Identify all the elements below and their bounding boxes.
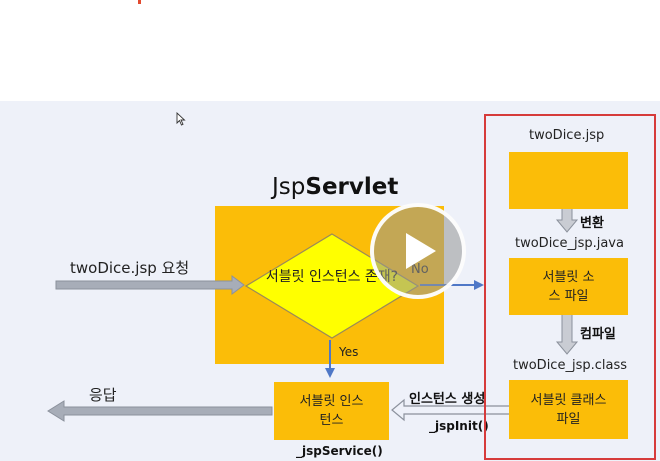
file-jsp-label: twoDice.jsp bbox=[529, 128, 605, 143]
file-java-label: twoDice_jsp.java bbox=[515, 236, 624, 251]
jspinit-label: _jspInit() bbox=[429, 419, 489, 433]
compile-pipeline-panel bbox=[484, 114, 656, 460]
mouse-pointer-icon bbox=[176, 112, 186, 126]
create-instance-arrow bbox=[391, 398, 511, 422]
servlet-class-box: 서블릿 클래스 파일 bbox=[509, 380, 628, 439]
decision-label: 서블릿 인스턴스 존재? bbox=[265, 269, 399, 285]
response-label: 응답 bbox=[89, 386, 117, 404]
create-instance-label: 인스턴스 생성 bbox=[409, 392, 486, 407]
compile-label: 컴파일 bbox=[580, 327, 616, 342]
convert-label: 변환 bbox=[580, 216, 604, 231]
request-label: twoDice.jsp 요청 bbox=[70, 259, 190, 277]
request-arrow bbox=[55, 275, 245, 295]
file-class-label: twoDice_jsp.class bbox=[513, 358, 627, 373]
jsp-file-box bbox=[509, 152, 628, 209]
diagram-title: JspServlet bbox=[272, 174, 399, 200]
jspservice-label: _jspService() bbox=[296, 444, 383, 458]
yes-arrow bbox=[325, 340, 335, 378]
play-icon[interactable] bbox=[406, 233, 436, 269]
yes-label: Yes bbox=[339, 345, 359, 359]
response-arrow bbox=[47, 400, 273, 422]
servlet-instance-box: 서블릿 인스턴스 bbox=[274, 382, 389, 440]
red-mark bbox=[138, 0, 141, 4]
servlet-source-box: 서블릿 소스 파일 bbox=[509, 258, 628, 315]
